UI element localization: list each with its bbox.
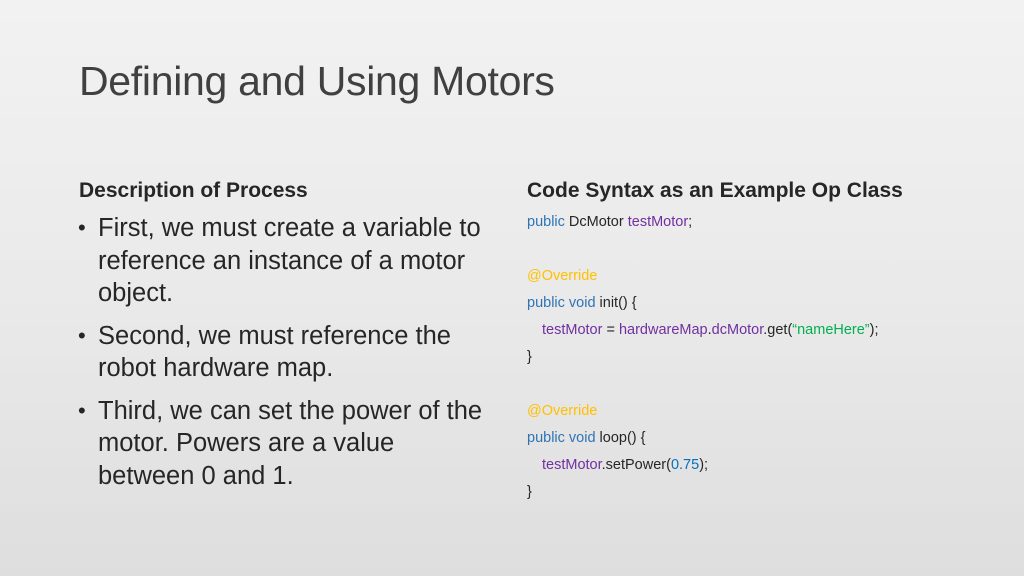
slide-title: Defining and Using Motors	[79, 58, 555, 104]
code-keyword: public void	[527, 295, 596, 311]
code-string: “nameHere”	[792, 322, 870, 338]
code-line: @Override	[527, 264, 879, 291]
bullet-item: • Third, we can set the power of the mot…	[77, 395, 497, 493]
code-operator: =	[602, 322, 619, 338]
code-line: testMotor.setPower(0.75);	[527, 453, 879, 480]
code-variable: hardwareMap	[618, 322, 708, 338]
code-line: public DcMotor testMotor;	[527, 210, 879, 237]
bullet-dot-icon: •	[78, 397, 86, 423]
code-type: DcMotor	[564, 214, 628, 230]
code-variable: testMotor	[627, 214, 689, 230]
bullet-text: First, we must create a variable to refe…	[98, 214, 481, 307]
code-line: testMotor = hardwareMap.dcMotor.get(“nam…	[527, 318, 879, 345]
code-blank-line	[527, 237, 879, 264]
code-variable: dcMotor	[711, 322, 764, 338]
bullet-dot-icon: •	[78, 215, 86, 240]
code-line: }	[527, 345, 879, 372]
code-line: public void loop() {	[527, 426, 879, 453]
description-list: • First, we must create a variable to re…	[77, 212, 497, 502]
code-line: }	[527, 480, 879, 507]
bullet-dot-icon: •	[78, 322, 86, 348]
code-punct: );	[869, 322, 879, 338]
code-punct: );	[699, 457, 709, 473]
code-call: .get(	[763, 322, 793, 338]
code-block: public DcMotor testMotor; @Override publ…	[527, 210, 879, 507]
code-keyword: public	[527, 214, 565, 230]
code-blank-line	[527, 372, 879, 399]
code-keyword: public void	[527, 430, 596, 446]
code-line: public void init() {	[527, 291, 879, 318]
bullet-item: • First, we must create a variable to re…	[77, 212, 497, 310]
code-punct: .	[707, 322, 712, 338]
code-variable: testMotor	[542, 322, 603, 338]
code-annotation: @Override	[527, 268, 598, 284]
code-brace: }	[527, 349, 532, 365]
code-heading: Code Syntax as an Example Op Class	[527, 179, 903, 202]
code-variable: testMotor	[542, 457, 602, 473]
bullet-text: Second, we must reference the robot hard…	[98, 321, 451, 383]
code-annotation: @Override	[527, 403, 598, 419]
code-number: 0.75	[670, 457, 700, 473]
bullet-item: • Second, we must reference the robot ha…	[77, 320, 497, 385]
code-line: @Override	[527, 399, 879, 426]
description-heading: Description of Process	[79, 179, 308, 202]
bullet-text: Third, we can set the power of the motor…	[98, 396, 483, 490]
code-signature: init() {	[595, 295, 637, 311]
code-punct: ;	[688, 214, 693, 230]
code-signature: loop() {	[595, 430, 646, 446]
code-brace: }	[527, 484, 532, 500]
code-call: .setPower(	[601, 457, 671, 473]
